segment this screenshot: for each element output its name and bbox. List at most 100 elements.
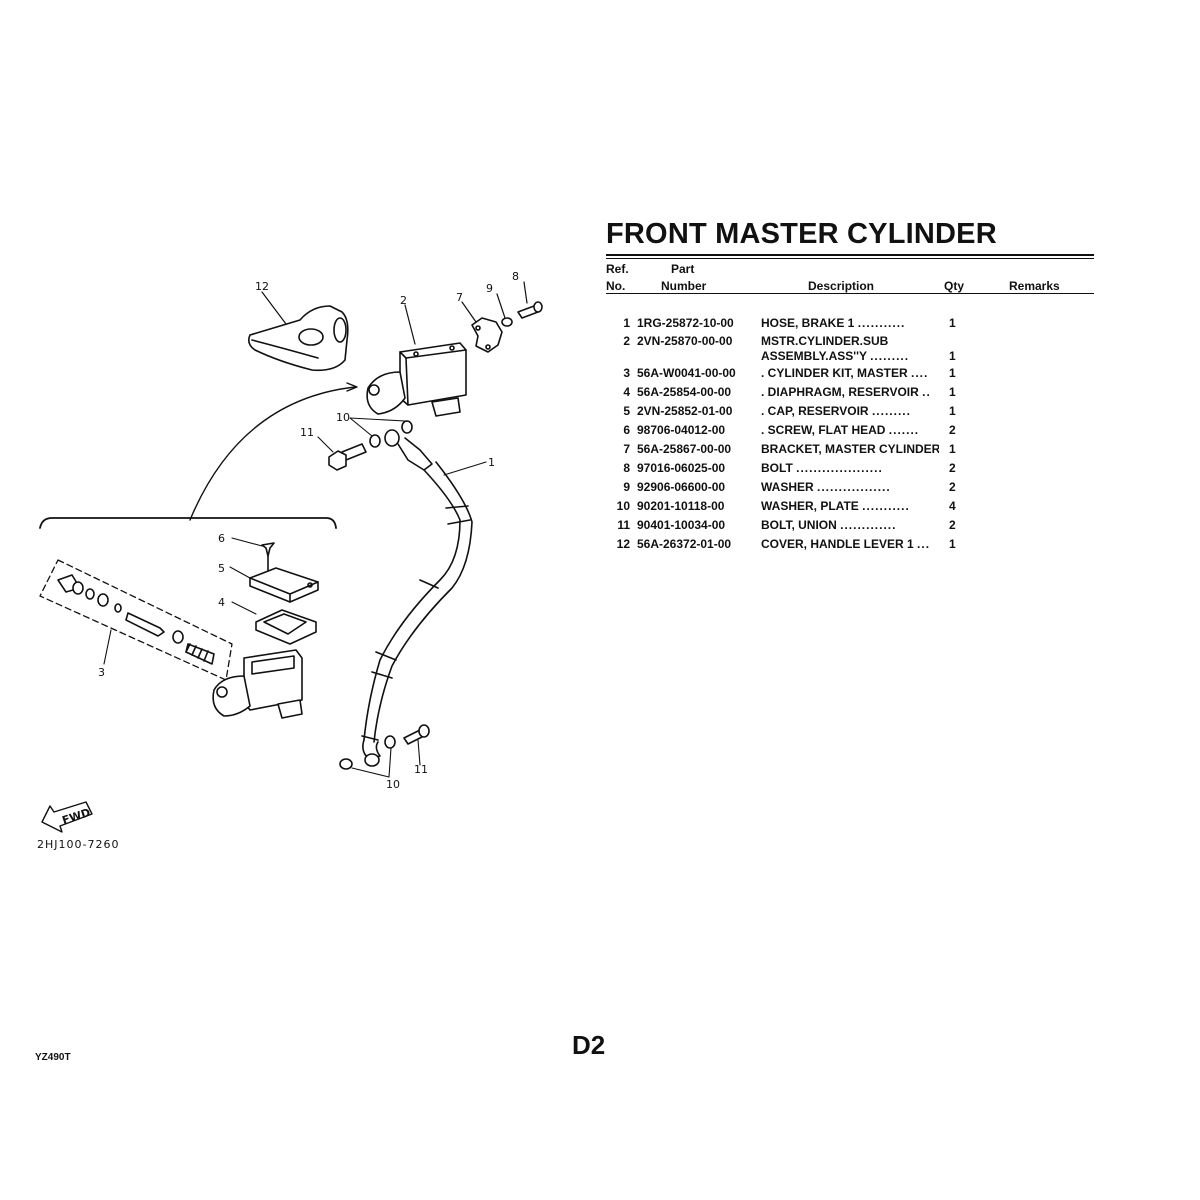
description-line: BOLT .................... (761, 461, 939, 476)
description: . SCREW, FLAT HEAD ....... (761, 423, 939, 438)
description-text: HOSE, BRAKE 1 (761, 316, 855, 330)
ref-number: 8 (623, 461, 630, 475)
leader-dots: .... (911, 366, 929, 380)
ref-number: 9 (623, 480, 630, 494)
quantity: 4 (949, 499, 956, 513)
description-line: BRACKET, MASTER CYLINDER (761, 442, 939, 457)
title-rule (606, 254, 1094, 259)
description-text: . SCREW, FLAT HEAD (761, 423, 886, 437)
quantity: 2 (949, 423, 956, 437)
assembly-arrow (189, 386, 356, 521)
quantity: 1 (949, 385, 956, 399)
description: BRACKET, MASTER CYLINDER (761, 442, 939, 457)
description-text: . DIAPHRAGM, RESERVOIR (761, 385, 919, 399)
part-number: 56A-25867-00-00 (637, 442, 732, 456)
leader-dots: ........... (862, 499, 910, 513)
diagram-code: 2HJ100-7260 (37, 838, 120, 851)
description: . CAP, RESERVOIR ......... (761, 404, 939, 419)
leader-dots: ................. (817, 480, 891, 494)
leader-dots: .................... (796, 461, 883, 475)
header-qty: Qty (944, 279, 965, 293)
callout-1: 1 (488, 456, 495, 469)
ref-number: 5 (623, 404, 630, 418)
leader-dots: ............. (840, 518, 897, 532)
ref-number: 2 (623, 334, 630, 348)
part-11-union-bolt-bottom (403, 724, 430, 766)
header-ref-line2: No. (606, 279, 626, 293)
part-number: 2VN-25852-01-00 (637, 404, 733, 418)
callout-9: 9 (486, 282, 493, 295)
description-line: WASHER, PLATE ........... (761, 499, 939, 514)
ref-number: 10 (616, 499, 630, 513)
part-number: 97016-06025-00 (637, 461, 726, 475)
page-number: D2 (572, 1030, 606, 1060)
part-9-washer (496, 293, 513, 327)
description-line: HOSE, BRAKE 1 ........... (761, 316, 939, 331)
description: WASHER, PLATE ........... (761, 499, 939, 514)
header-description: Description (808, 279, 875, 293)
ref-number: 11 (617, 518, 630, 532)
description-text: COVER, HANDLE LEVER 1 (761, 537, 914, 551)
callout-3: 3 (98, 666, 105, 679)
part-2-master-cylinder (366, 304, 467, 417)
quantity: 2 (949, 461, 956, 475)
part-number: 1RG-25872-10-00 (637, 316, 734, 330)
callout-11-bottom: 11 (414, 763, 428, 776)
description: . DIAPHRAGM, RESERVOIR .. (761, 385, 939, 400)
part-3-cylinder-kit (39, 559, 233, 681)
callout-10-top: 10 (336, 411, 350, 424)
description: COVER, HANDLE LEVER 1 ... (761, 537, 939, 552)
leader-dots: ........... (857, 316, 906, 330)
ref-number: 3 (623, 366, 630, 380)
description-line: WASHER ................. (761, 480, 939, 495)
description-line: . CYLINDER KIT, MASTER .... (761, 366, 939, 381)
header-rule (606, 293, 1094, 294)
quantity: 1 (949, 349, 956, 363)
callout-2: 2 (400, 294, 407, 307)
leader-dots: ....... (888, 423, 920, 437)
part-7-bracket (461, 301, 503, 353)
ref-number: 7 (623, 442, 630, 456)
leader-dots: .. (922, 385, 931, 399)
part-number: 98706-04012-00 (637, 423, 726, 437)
header-remarks: Remarks (1009, 279, 1060, 293)
quantity: 2 (949, 518, 956, 532)
quantity: 1 (949, 316, 956, 330)
quantity: 2 (949, 480, 956, 494)
header-part-line1: Part (671, 262, 695, 276)
part-2-master-cylinder-detail (212, 649, 303, 719)
page-title: FRONT MASTER CYLINDER (606, 218, 997, 250)
part-number: 56A-25854-00-00 (637, 385, 732, 399)
detail-frame (39, 517, 337, 529)
header-ref-line1: Ref. (606, 262, 629, 276)
part-1-brake-hose (361, 429, 487, 767)
callout-8: 8 (512, 270, 519, 283)
callout-11-top: 11 (300, 426, 314, 439)
description-text: BOLT, UNION (761, 518, 837, 532)
quantity: 1 (949, 442, 956, 456)
part-number: 56A-26372-01-00 (637, 537, 732, 551)
description-text: WASHER (761, 480, 814, 494)
ref-number: 6 (623, 423, 630, 437)
part-10-washers-top (349, 417, 413, 448)
part-5-reservoir-cap (229, 566, 319, 603)
description-line: . DIAPHRAGM, RESERVOIR .. (761, 385, 939, 400)
description-text: . CYLINDER KIT, MASTER (761, 366, 908, 380)
part-4-diaphragm (231, 601, 317, 645)
ref-number: 12 (616, 537, 630, 551)
part-number: 90201-10118-00 (637, 499, 725, 513)
ref-number: 4 (623, 385, 630, 399)
description-text: BRACKET, MASTER CYLINDER (761, 442, 939, 456)
callout-6: 6 (218, 532, 225, 545)
description-line: . CAP, RESERVOIR ......... (761, 404, 939, 419)
description-text: . CAP, RESERVOIR (761, 404, 869, 418)
callout-4: 4 (218, 596, 225, 609)
description-line: . SCREW, FLAT HEAD ....... (761, 423, 939, 438)
description: HOSE, BRAKE 1 ........... (761, 316, 939, 331)
header-part-line2: Number (661, 279, 707, 293)
ref-number: 1 (623, 316, 630, 330)
callout-10-bottom: 10 (386, 778, 400, 791)
callout-7: 7 (456, 291, 463, 304)
exploded-parts-diagram: FWD 12 2 7 9 8 10 11 1 6 5 4 3 10 11 (0, 0, 600, 900)
